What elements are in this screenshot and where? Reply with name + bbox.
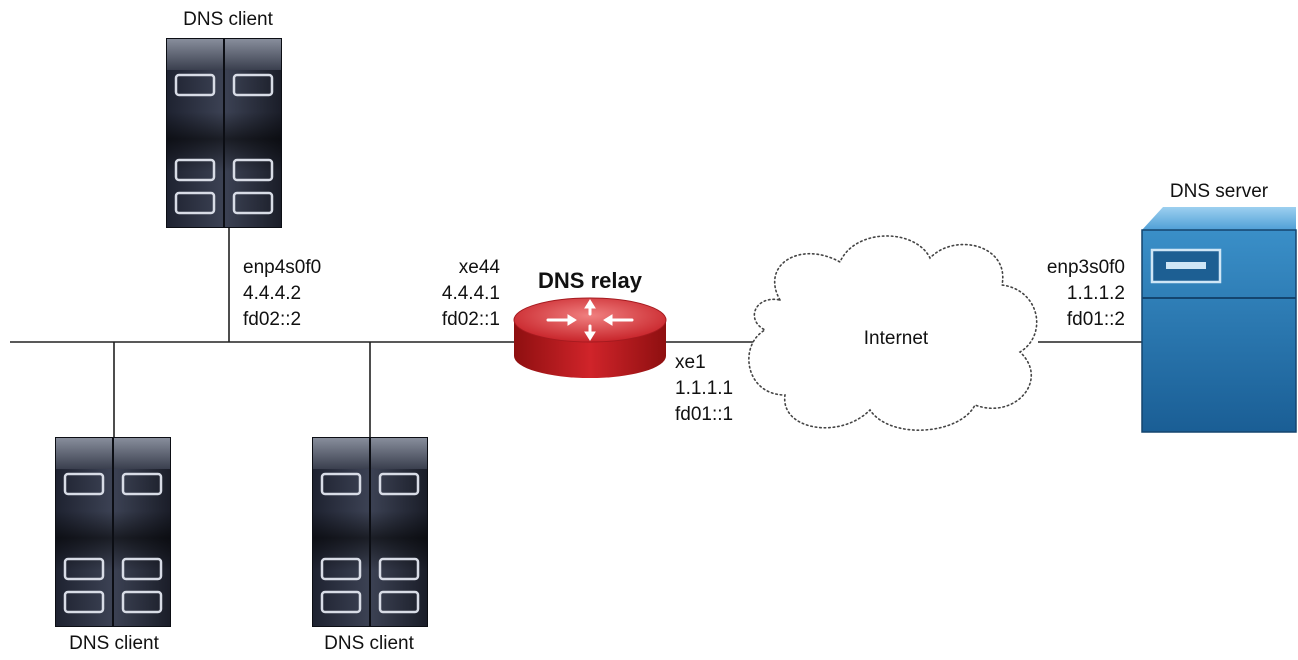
client-interface-info: enp4s0f0 4.4.4.2 fd02::2 xyxy=(243,255,321,333)
server-interface-info: enp3s0f0 1.1.1.2 fd01::2 xyxy=(1047,255,1125,333)
dns-relay-label: DNS relay xyxy=(538,268,642,293)
dns-server-label: DNS server xyxy=(1169,181,1269,202)
internet-label: Internet xyxy=(863,328,929,349)
client-interface-ipv4: 4.4.4.2 xyxy=(243,283,302,304)
relay-lan-interface-ipv4: 4.4.4.1 xyxy=(441,283,500,304)
dns-server-icon xyxy=(1141,207,1297,433)
relay-wan-interface-ipv4: 1.1.1.1 xyxy=(675,378,734,399)
cloud-icon xyxy=(748,235,1038,431)
dns-client-label-bottom-left: DNS client xyxy=(69,633,159,654)
server-interface-name: enp3s0f0 xyxy=(1046,257,1125,278)
router-icon xyxy=(513,297,667,378)
relay-wan-interface-name: xe1 xyxy=(675,352,706,373)
relay-lan-interface-ipv6: fd02::1 xyxy=(441,309,500,330)
dns-client-server-icon xyxy=(53,435,173,629)
relay-wan-interface-ipv6: fd01::1 xyxy=(675,404,734,425)
dns-client-label-bottom-mid: DNS client xyxy=(324,633,414,654)
relay-lan-interface-name: xe44 xyxy=(458,257,500,278)
client-interface-ipv6: fd02::2 xyxy=(243,309,302,330)
dns-client-server-icon xyxy=(310,435,430,629)
relay-lan-interface-info: xe44 4.4.4.1 fd02::1 xyxy=(442,255,500,333)
client-interface-name: enp4s0f0 xyxy=(243,257,322,278)
dns-client-label-top: DNS client xyxy=(183,9,273,30)
dns-client-server-icon xyxy=(164,36,284,230)
server-interface-ipv6: fd01::2 xyxy=(1066,309,1125,330)
relay-wan-interface-info: xe1 1.1.1.1 fd01::1 xyxy=(675,350,733,428)
server-interface-ipv4: 1.1.1.2 xyxy=(1066,283,1125,304)
